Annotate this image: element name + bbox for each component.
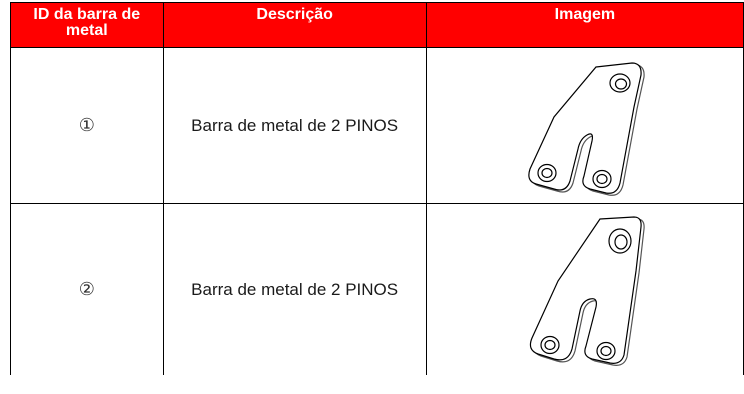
table-row: ② Barra de metal de 2 PINOS [10,203,744,375]
row-id: ② [10,203,164,375]
row-id: ① [10,47,164,204]
header-description-label: Descrição [256,6,333,23]
header-image: Imagem [425,2,744,48]
row-description: Barra de metal de 2 PINOS [162,47,427,204]
table-header-row: ID da barra de metal Descrição Imagem [10,2,744,48]
row-description: Barra de metal de 2 PINOS [162,203,427,375]
header-id-label: ID da barra de metal [33,6,141,39]
metal-bar-2-pin-icon [528,61,645,196]
header-image-label: Imagem [554,6,616,23]
metal-bar-2-pin-long-icon [529,215,645,366]
header-description: Descrição [162,2,427,48]
table-row: ① Barra de metal de 2 PINOS [10,47,744,204]
row-image-cell [425,203,744,375]
row-image-cell [425,47,744,204]
header-id: ID da barra de metal [10,2,164,48]
metal-bar-table: ID da barra de metal Descrição Imagem ① … [10,2,744,375]
